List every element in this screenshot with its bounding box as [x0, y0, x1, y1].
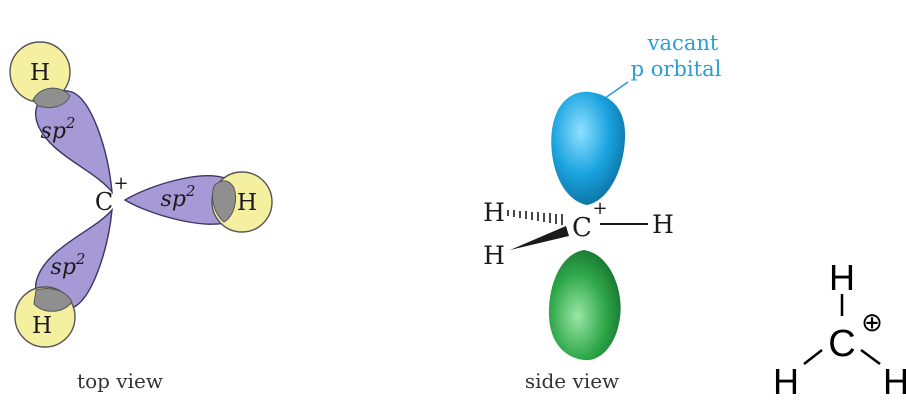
svg-text:sp2: sp2: [51, 250, 86, 280]
lewis-structure: H C ⊕ H H: [773, 257, 906, 401]
lewis-h-left: H: [773, 361, 799, 401]
sp2-lobe-upper: H sp2: [9, 41, 113, 195]
side-h-wedge: H: [483, 241, 505, 270]
sp2-label-lower: sp: [51, 255, 76, 280]
svg-text:sp2: sp2: [161, 182, 196, 212]
wedge-bond: [510, 226, 569, 250]
sp2-exponent-right: 2: [185, 182, 196, 200]
sp2-label-upper: sp: [41, 119, 66, 144]
hydrogen-label-upper: H: [30, 60, 50, 86]
side-view-charge: +: [592, 198, 607, 219]
top-view-charge: +: [113, 173, 128, 194]
p-orbital-upper-lobe: [551, 91, 626, 205]
hashed-bond: [507, 210, 563, 225]
side-view-carbon: C: [572, 213, 592, 243]
orbital-label-line2: p orbital: [631, 57, 722, 81]
lewis-bond-right: [860, 348, 881, 366]
lewis-h-right: H: [883, 361, 906, 401]
side-view-panel: vacant p orbital H H H C + side view: [483, 31, 722, 393]
sp2-exponent-upper: 2: [65, 114, 76, 132]
top-view-panel: H sp2 H sp2 H sp2 C + to: [9, 41, 273, 393]
sp2-lobe-right: H sp2: [123, 171, 273, 233]
lewis-carbon: C: [828, 323, 855, 365]
sp2-lobe-lower: H sp2: [14, 207, 113, 348]
hydrogen-label-lower: H: [32, 313, 52, 339]
hydrogen-label-right: H: [237, 190, 257, 216]
top-view-carbon: C: [95, 188, 113, 216]
sp2-exponent-lower: 2: [75, 250, 86, 268]
lewis-charge: ⊕: [861, 307, 883, 337]
top-view-caption: top view: [77, 369, 163, 393]
p-orbital-lower-lobe: [548, 250, 621, 361]
sp2-label-right: sp: [161, 187, 186, 212]
side-h-plain: H: [652, 210, 674, 239]
svg-text:sp2: sp2: [41, 114, 76, 144]
orbital-label-line1: vacant: [647, 31, 719, 55]
side-h-hashed: H: [483, 198, 505, 227]
lewis-h-top: H: [829, 257, 855, 298]
side-view-caption: side view: [525, 369, 619, 393]
lewis-bond-left: [803, 349, 823, 365]
